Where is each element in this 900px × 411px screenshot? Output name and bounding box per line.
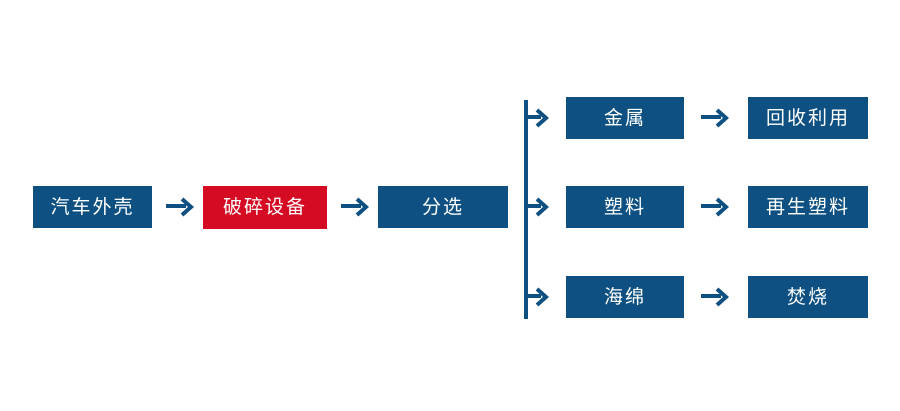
node-branch-material-1[interactable]: 塑料 [566, 186, 684, 228]
arrow-right-icon-main-1 [339, 194, 373, 220]
node-branch-outcome-1[interactable]: 再生塑料 [748, 186, 868, 228]
branch-arrow-right-icon-0 [526, 106, 552, 130]
node-main-1[interactable]: 破碎设备 [203, 186, 327, 229]
node-branch-material-0[interactable]: 金属 [566, 97, 684, 139]
node-branch-outcome-0[interactable]: 回收利用 [748, 97, 868, 139]
node-main-0[interactable]: 汽车外壳 [33, 186, 152, 228]
arrow-right-icon-branch-1 [699, 194, 733, 220]
arrow-right-icon-branch-0 [699, 105, 733, 131]
node-branch-material-2[interactable]: 海绵 [566, 276, 684, 318]
node-main-2[interactable]: 分选 [378, 186, 508, 228]
branch-bus-line [524, 100, 528, 319]
branch-arrow-right-icon-2 [526, 285, 552, 309]
branch-arrow-right-icon-1 [526, 195, 552, 219]
arrow-right-icon-main-0 [164, 194, 198, 220]
arrow-right-icon-branch-2 [699, 284, 733, 310]
node-branch-outcome-2[interactable]: 焚烧 [748, 276, 868, 318]
